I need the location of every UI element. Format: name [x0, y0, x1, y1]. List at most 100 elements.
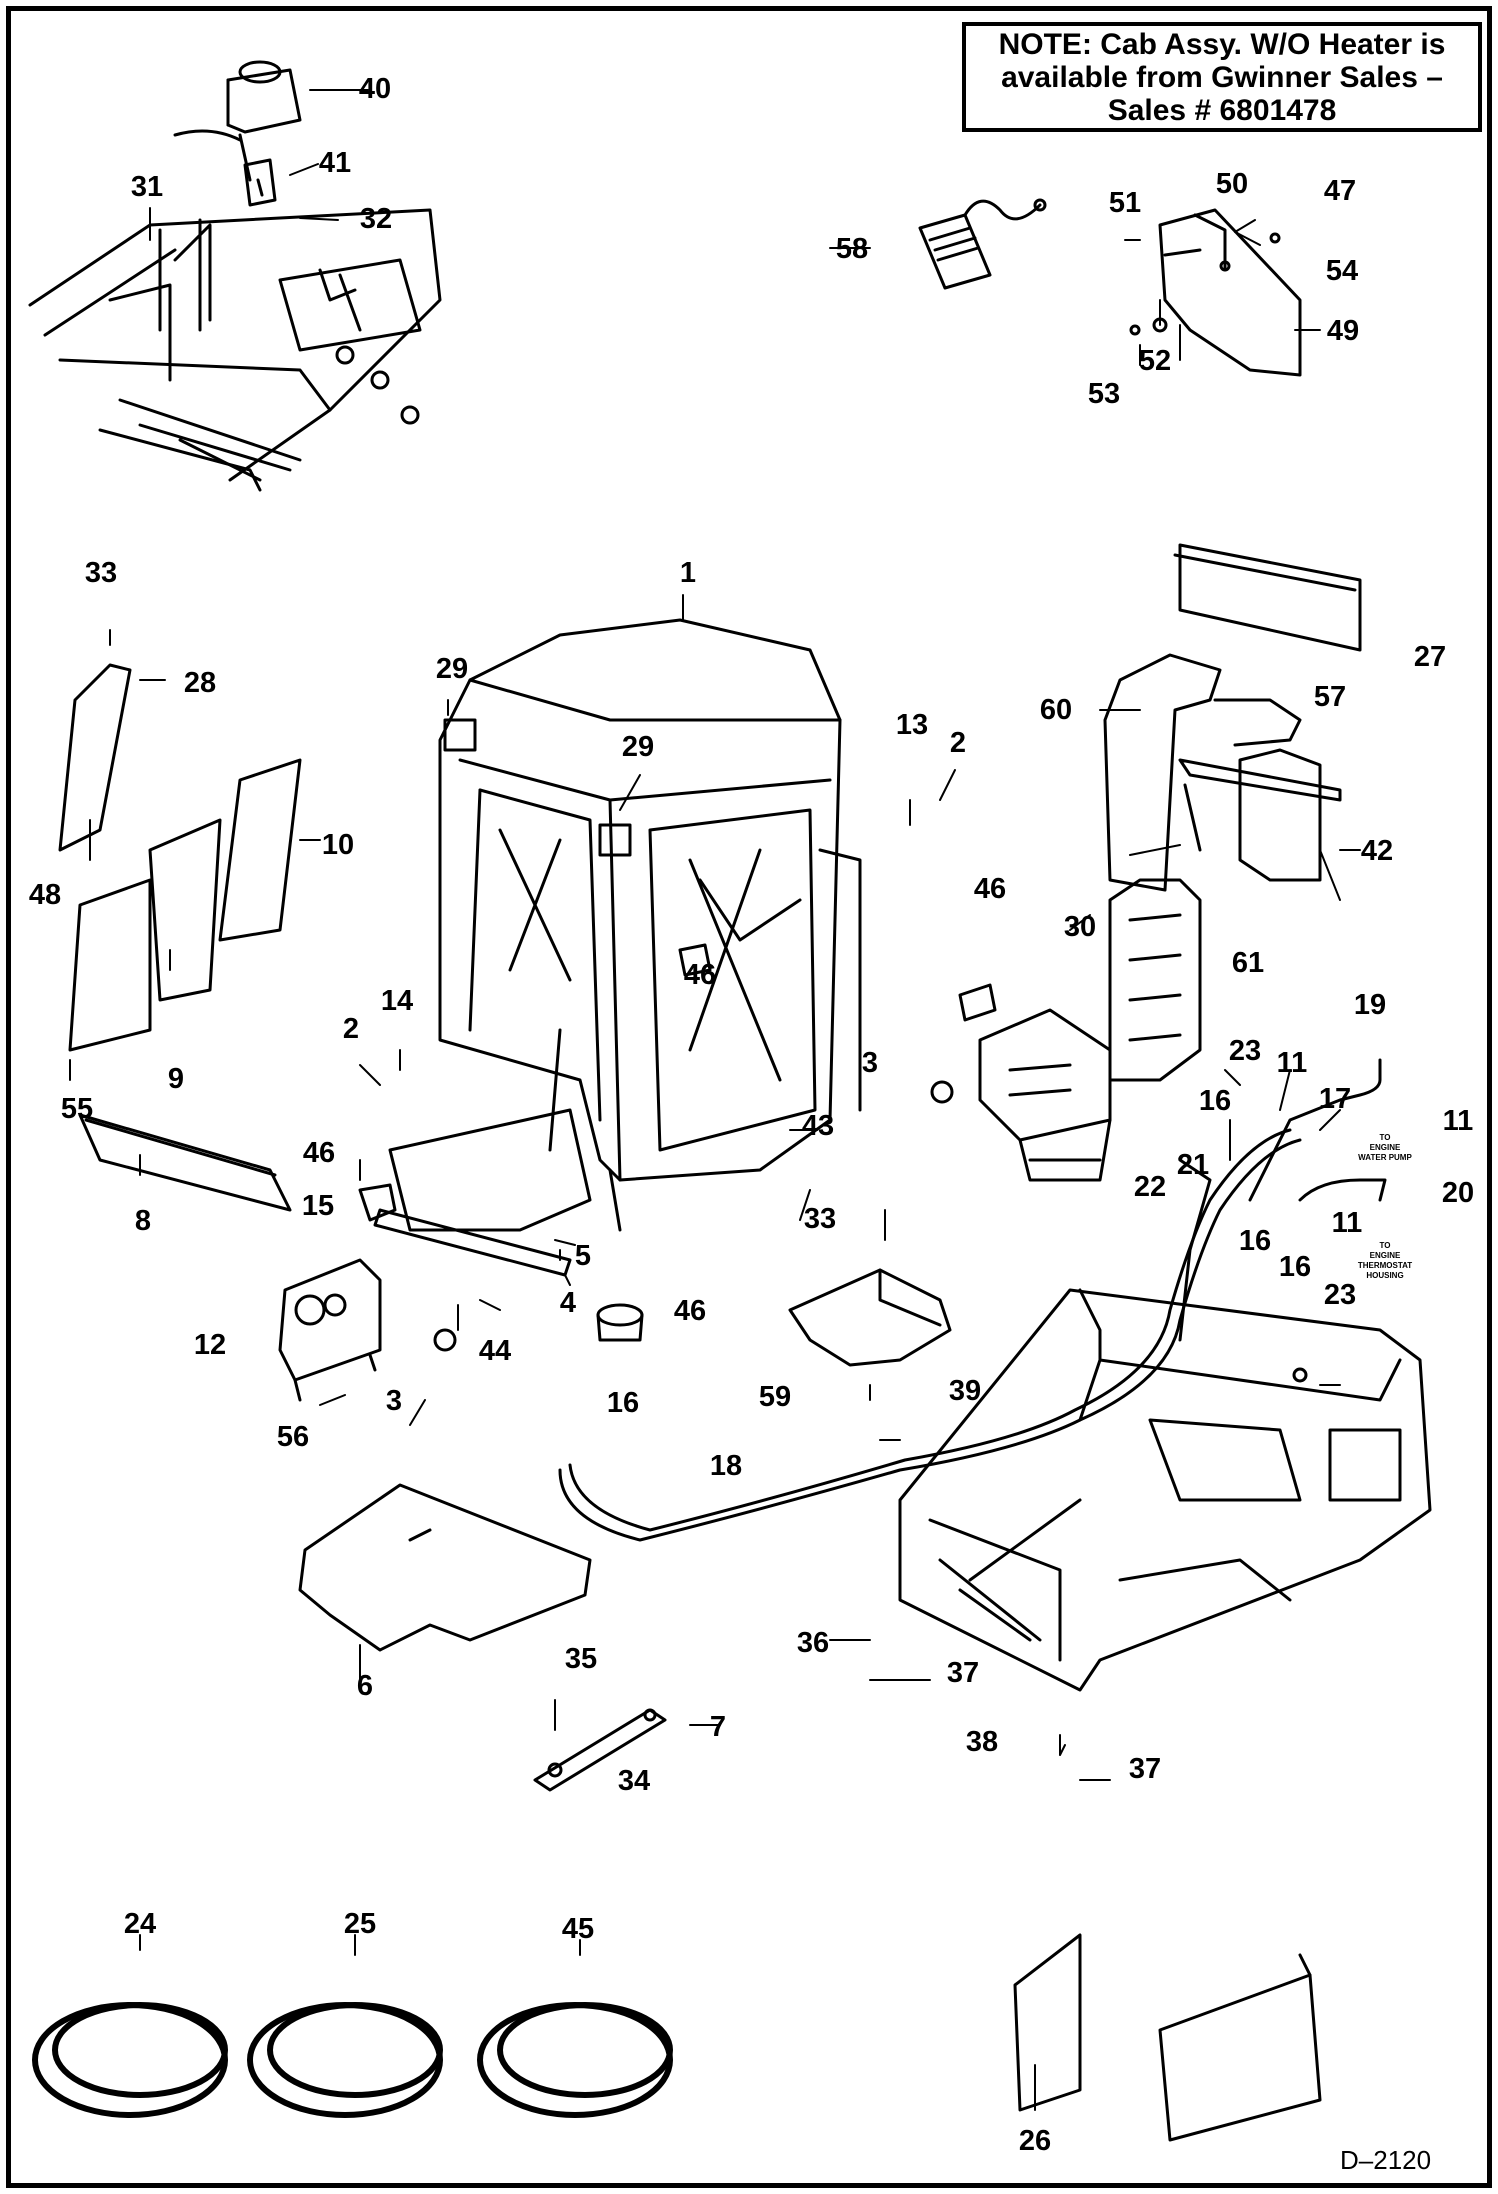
callout-24: 24	[124, 1908, 156, 1940]
callout-46-cab: 46	[684, 959, 716, 991]
callout-17: 17	[1319, 1083, 1351, 1115]
callout-46-floor: 46	[674, 1295, 706, 1327]
callout-3-right: 3	[862, 1047, 878, 1079]
callout-3-left: 3	[386, 1385, 402, 1417]
callout-12: 12	[194, 1329, 226, 1361]
side-cover-26	[1013, 1933, 1322, 2142]
callout-43: 43	[802, 1110, 834, 1142]
label-thermostat-engine: ENGINE	[1370, 1251, 1401, 1260]
callout-41: 41	[319, 147, 351, 179]
callout-14: 14	[381, 985, 413, 1017]
bracket-7	[533, 1708, 667, 1792]
callout-35: 35	[565, 1643, 597, 1675]
callout-16-a: 16	[1199, 1085, 1231, 1117]
callout-46-left: 46	[303, 1137, 335, 1169]
label-water-pump-to: TO	[1380, 1133, 1391, 1142]
callout-4: 4	[560, 1287, 576, 1319]
base-frame	[898, 1288, 1432, 1692]
callout-33-mid: 33	[804, 1203, 836, 1235]
callout-51: 51	[1109, 187, 1141, 219]
callout-39: 39	[949, 1375, 981, 1407]
floor-plate-59	[788, 1268, 952, 1367]
callout-9: 9	[168, 1063, 184, 1095]
callout-47: 47	[1324, 175, 1356, 207]
callout-11-top: 11	[1277, 1047, 1308, 1079]
heater-switch	[918, 198, 1047, 290]
callout-2-right: 2	[950, 727, 966, 759]
bracket-41	[243, 158, 277, 207]
callout-7: 7	[710, 1711, 726, 1743]
seat-panels	[1103, 543, 1362, 892]
callout-18: 18	[710, 1450, 742, 1482]
door-seals	[32, 2002, 673, 2118]
callout-37-a: 37	[947, 1657, 979, 1689]
callout-29-left: 29	[436, 653, 468, 685]
callout-58: 58	[836, 233, 868, 265]
label-water-pump: WATER PUMP	[1358, 1153, 1412, 1162]
callout-20: 20	[1442, 1177, 1474, 1209]
callout-52: 52	[1139, 345, 1171, 377]
callout-labels: 40 41 31 32 50 51 47 54 49 52 53 58 1 33…	[29, 73, 1474, 2157]
upper-frame-assembly	[28, 208, 442, 492]
operator-seat	[978, 878, 1202, 1182]
label-thermostat: THERMOSTAT	[1358, 1261, 1412, 1270]
washer-bottle	[173, 60, 302, 182]
callout-21: 21	[1177, 1149, 1209, 1181]
callout-61: 61	[1232, 947, 1264, 979]
callout-46-seat: 46	[974, 873, 1006, 905]
callout-8: 8	[135, 1205, 151, 1237]
callout-23-bottom: 23	[1324, 1279, 1356, 1311]
cab-assembly	[438, 618, 862, 1232]
callout-22: 22	[1134, 1171, 1166, 1203]
floor-mat	[298, 1483, 592, 1652]
callout-44: 44	[479, 1335, 511, 1367]
callout-56: 56	[277, 1421, 309, 1453]
panel-49	[1129, 208, 1302, 377]
callout-28: 28	[184, 667, 216, 699]
callout-33-top: 33	[85, 557, 117, 589]
callout-34: 34	[618, 1765, 650, 1797]
callout-45: 45	[562, 1913, 594, 1945]
callout-15: 15	[302, 1190, 334, 1222]
callout-16-c: 16	[1279, 1251, 1311, 1283]
callout-59: 59	[759, 1381, 791, 1413]
callout-10: 10	[322, 829, 354, 861]
callout-31: 31	[131, 171, 163, 203]
callout-55: 55	[61, 1093, 93, 1125]
callout-5: 5	[575, 1240, 591, 1272]
heater-unit	[278, 1258, 382, 1402]
callout-42: 42	[1361, 835, 1393, 867]
callout-30: 30	[1064, 911, 1096, 943]
callout-32: 32	[360, 203, 392, 235]
label-housing: HOUSING	[1366, 1271, 1403, 1280]
callout-19: 19	[1354, 989, 1386, 1021]
hose-destination-labels: TO ENGINE WATER PUMP TO ENGINE THERMOSTA…	[1358, 1133, 1413, 1280]
callout-13: 13	[896, 709, 928, 741]
drawing-number: D–2120	[1340, 2145, 1432, 2175]
note-line-3: Sales # 6801478	[1107, 93, 1337, 127]
callout-57: 57	[1314, 681, 1346, 713]
note-line-2: available from Gwinner Sales –	[1001, 60, 1443, 94]
callout-48: 48	[29, 879, 61, 911]
callout-37-b: 37	[1129, 1753, 1161, 1785]
callout-6: 6	[357, 1670, 373, 1702]
callout-25: 25	[344, 1908, 376, 1940]
callout-50: 50	[1216, 168, 1248, 200]
callout-60: 60	[1040, 694, 1072, 726]
callout-27: 27	[1414, 641, 1446, 673]
callout-23-top: 23	[1229, 1035, 1261, 1067]
callout-54: 54	[1326, 255, 1358, 287]
side-panels	[58, 663, 592, 1277]
callout-49: 49	[1327, 315, 1359, 347]
callout-11-right: 11	[1443, 1105, 1474, 1137]
drawing-border	[6, 6, 1492, 2188]
callout-26: 26	[1019, 2125, 1051, 2157]
callout-38: 38	[966, 1726, 998, 1758]
callout-29-right: 29	[622, 731, 654, 763]
label-water-pump-engine: ENGINE	[1370, 1143, 1401, 1152]
callout-11-mid: 11	[1332, 1207, 1363, 1239]
callout-40: 40	[359, 73, 391, 105]
grommets	[358, 943, 997, 1352]
callout-2-left: 2	[343, 1013, 359, 1045]
